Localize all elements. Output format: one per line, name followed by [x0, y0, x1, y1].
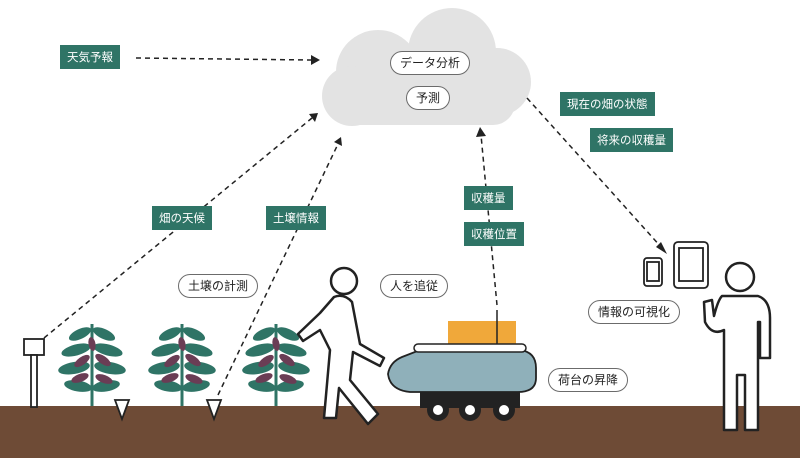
ground [0, 406, 800, 458]
data-analysis-label: データ分析 [390, 51, 471, 75]
prediction-label: 予測 [406, 86, 451, 110]
follow-person-label: 人を追従 [380, 274, 449, 298]
smartphone-icon [643, 257, 663, 287]
arrow-heads [309, 55, 667, 254]
harvest-position-tag: 収穫位置 [464, 222, 524, 246]
visualize-info-label: 情報の可視化 [588, 300, 681, 324]
soil-measure-label: 土壌の計測 [178, 274, 259, 298]
standing-person-icon [702, 261, 772, 432]
soil-info-tag: 土壌情報 [266, 206, 326, 230]
cargo-lift-label: 荷台の昇降 [548, 368, 629, 392]
sensor-post-icon [23, 338, 45, 408]
eggplant-plant-icon [55, 322, 313, 408]
field-weather-tag: 畑の天候 [152, 206, 212, 230]
soil-sensor-icon [113, 399, 223, 422]
weather-forecast-tag: 天気予報 [60, 45, 120, 69]
future-yield-tag: 将来の収穫量 [590, 128, 673, 152]
tablet-icon [673, 241, 709, 289]
yield-tag: 収穫量 [464, 186, 513, 210]
field-state-tag: 現在の畑の状態 [560, 92, 655, 116]
walking-person-icon [296, 266, 386, 426]
robot-icon [387, 310, 537, 421]
